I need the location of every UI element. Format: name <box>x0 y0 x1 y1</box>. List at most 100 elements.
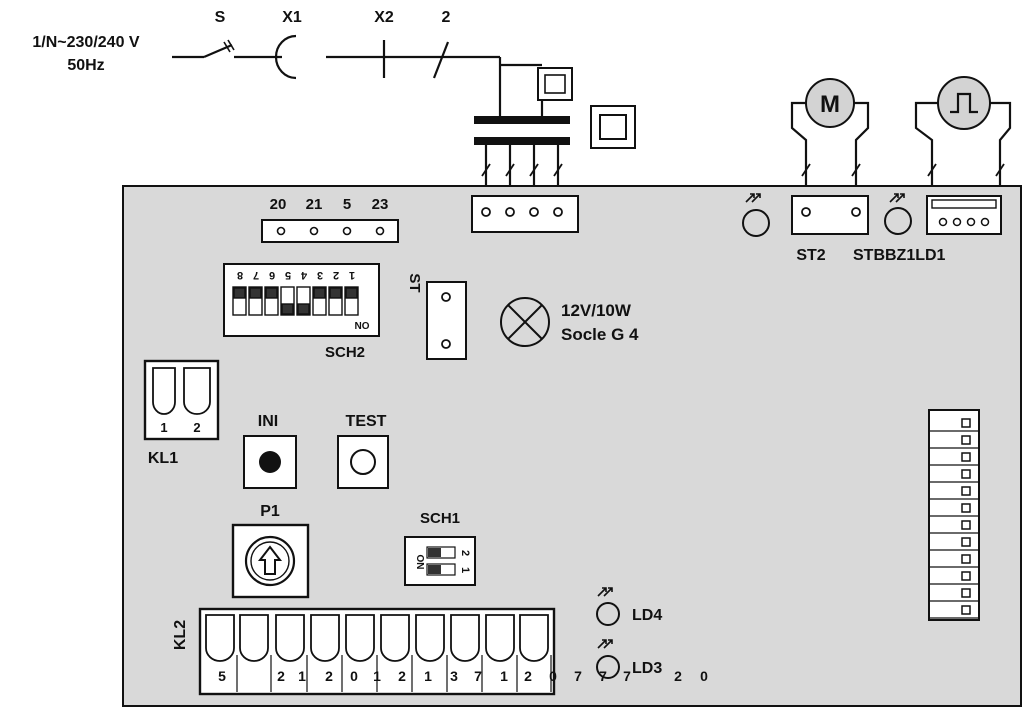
supply-wiring <box>172 34 573 118</box>
kl2-terminal-number: 2 <box>277 668 285 684</box>
switch-s-label: S <box>215 9 226 26</box>
kl2-terminal-number: 7 <box>474 668 482 684</box>
terminal-label: 5 <box>343 196 351 213</box>
kl2-slot <box>415 614 445 662</box>
kl2-slot <box>380 614 410 662</box>
st-label: ST <box>406 273 423 292</box>
lamp-icon <box>500 297 550 347</box>
kl2-slot <box>450 614 480 662</box>
side-connector-pin <box>961 554 971 564</box>
led-indicator-icon <box>742 193 770 237</box>
trailing-number: 7 <box>574 668 582 684</box>
sch2-number: 4 <box>300 269 307 281</box>
side-connector-pin <box>961 588 971 598</box>
sch1-on-label: ON <box>414 555 425 570</box>
ini-label: INI <box>258 413 278 430</box>
lamp-socket-label: Socle G 4 <box>561 325 639 344</box>
kl2-terminal-number: 1 <box>424 668 432 684</box>
st2-terminal <box>791 195 869 235</box>
kl2-terminal-number: 2 <box>398 668 406 684</box>
side-connector-pin <box>961 605 971 615</box>
ld3-label: LD3 <box>632 660 662 677</box>
terminal-label: 20 <box>270 196 287 213</box>
pulse-generator-icon <box>914 76 1012 195</box>
terminal-strip-top: 20 21 5 23 <box>261 196 399 243</box>
side-connector-pin <box>961 486 971 496</box>
led-ld4-icon <box>596 587 620 626</box>
connector-x1-label: X1 <box>282 9 302 26</box>
trailing-number: 0 <box>700 668 708 684</box>
led-ld3-icon <box>596 639 620 679</box>
side-connector-pin <box>961 452 971 462</box>
trailing-number: 7 <box>599 668 607 684</box>
side-connector-strip <box>928 409 980 621</box>
sch2-on-label: ON <box>355 319 370 330</box>
side-connector-pin <box>961 435 971 445</box>
side-connector-pin <box>961 418 971 428</box>
kl2-terminal-number: 3 <box>450 668 458 684</box>
wire-count-label: 2 <box>442 9 451 26</box>
dip-switch-sch2[interactable]: 8 7 6 5 4 3 2 1 ON <box>223 263 380 337</box>
kl2-terminal-number: 1 <box>373 668 381 684</box>
kl2-terminal-number: 5 <box>218 668 226 684</box>
p1-label: P1 <box>260 503 280 520</box>
sch2-number: 2 <box>333 269 339 281</box>
supply-frequency-label: 50Hz <box>67 57 104 74</box>
sch1-number: 2 <box>459 550 471 556</box>
sch1-label: SCH1 <box>420 510 460 527</box>
motor-icon: M <box>790 78 870 195</box>
kl2-slot <box>275 614 305 662</box>
trailing-number: 2 <box>674 668 682 684</box>
sch1-number: 1 <box>459 567 471 573</box>
kl2-slot <box>205 614 235 662</box>
sch2-number: 1 <box>349 269 355 281</box>
kl2-terminal-number: 2 <box>524 668 532 684</box>
trailing-number: 7 <box>623 668 631 684</box>
kl2-slot <box>310 614 340 662</box>
sch2-label: SCH2 <box>325 344 365 361</box>
p1-potentiometer[interactable] <box>231 523 310 599</box>
side-connector-pin <box>961 537 971 547</box>
sch2-number: 7 <box>253 269 259 281</box>
connector-x2-label: X2 <box>374 9 394 26</box>
overlapping-labels: STBBZ1LD1 <box>853 247 946 264</box>
kl2-slot <box>239 614 269 662</box>
ld4-label: LD4 <box>632 607 662 624</box>
kl2-label: KL2 <box>172 620 189 650</box>
ini-button[interactable] <box>243 435 297 489</box>
kl1-terminal: 1 2 <box>143 359 220 441</box>
kl2-slot <box>519 614 549 662</box>
side-connector-pin <box>961 469 971 479</box>
ld1-connector <box>926 195 1002 235</box>
side-connector-pin <box>961 571 971 581</box>
side-connector-pin <box>961 520 971 530</box>
st2-label: ST2 <box>796 247 825 264</box>
fuse-holder-icon <box>590 105 636 149</box>
sch2-number: 8 <box>237 269 243 281</box>
side-connector-pin <box>961 503 971 513</box>
sch2-number: 3 <box>317 269 323 281</box>
test-label: TEST <box>346 413 387 430</box>
kl2-slot <box>345 614 375 662</box>
dip-switch-sch1[interactable]: ON 2 1 <box>404 536 476 586</box>
test-button[interactable] <box>337 435 389 489</box>
st-terminal <box>426 281 467 360</box>
kl1-pin-label: 2 <box>193 420 200 435</box>
kl2-terminal-number: 0 <box>350 668 358 684</box>
kl2-terminal-number: 1 <box>500 668 508 684</box>
kl2-terminal-number: 2 <box>325 668 333 684</box>
sch2-number: 5 <box>285 269 291 281</box>
led-indicator-icon <box>884 193 912 235</box>
supply-voltage-label: 1/N~230/240 V <box>32 34 140 51</box>
terminal-label: 23 <box>372 196 389 213</box>
kl2-terminal-number: 1 <box>298 668 306 684</box>
transformer-terminal-block <box>471 195 579 233</box>
lamp-rating-label: 12V/10W <box>561 301 632 320</box>
terminal-label: 21 <box>306 196 323 213</box>
motor-letter: M <box>820 91 840 118</box>
kl2-slot <box>485 614 515 662</box>
kl1-pin-label: 1 <box>160 420 167 435</box>
trailing-number: 0 <box>549 668 557 684</box>
